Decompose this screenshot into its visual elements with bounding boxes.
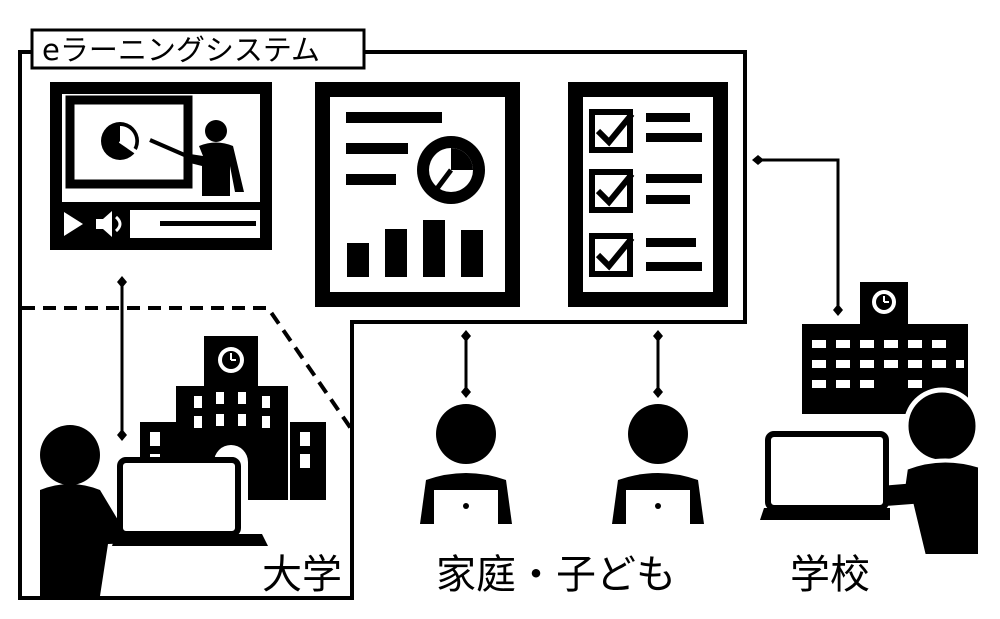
report-document-icon	[315, 82, 520, 307]
label-school: 学校	[790, 552, 870, 598]
connector-home-1	[461, 330, 471, 398]
video-lecture-icon	[50, 82, 272, 250]
system-title: eラーニングシステム	[42, 33, 320, 67]
checklist-icon	[568, 82, 728, 307]
connector-home-2	[653, 330, 663, 398]
person-laptop-icon	[420, 404, 512, 524]
system-frame	[18, 50, 747, 600]
school-building-icon	[802, 282, 968, 414]
system-title-tab: eラーニングシステム	[30, 28, 366, 70]
checkbox-item	[589, 109, 702, 153]
label-university: 大学	[262, 552, 342, 598]
university-boundary	[22, 306, 354, 432]
person-laptop-icon	[760, 387, 982, 558]
connector-school	[752, 155, 843, 316]
checkbox-item	[589, 169, 702, 213]
person-laptop-icon	[40, 425, 268, 596]
checkbox-item	[589, 233, 702, 277]
label-home-children: 家庭・子ども	[436, 552, 676, 598]
person-laptop-icon	[612, 404, 704, 524]
connector-university	[117, 276, 127, 441]
